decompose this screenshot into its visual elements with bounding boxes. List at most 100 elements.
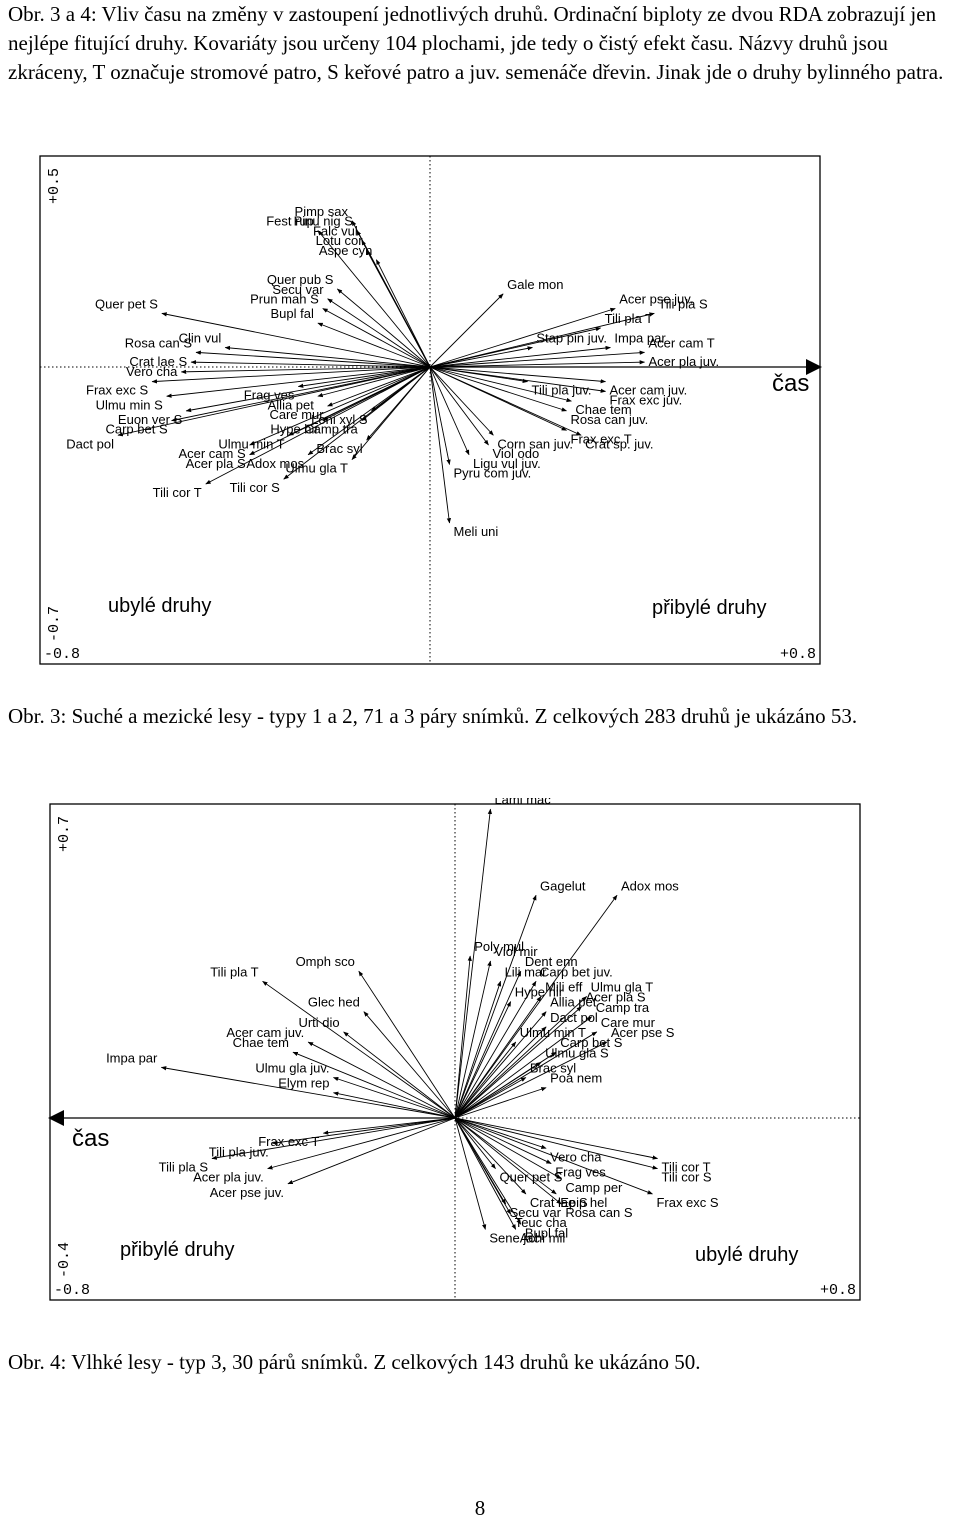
species-arrow bbox=[249, 366, 431, 446]
species-label: Pyru com juv. bbox=[454, 466, 532, 481]
species-label: Tili cor T bbox=[153, 485, 202, 500]
species-carp-bet-juv: Carp bet juv. bbox=[454, 964, 613, 1119]
species-arrow bbox=[317, 366, 431, 398]
species-acer-cam-juv: Acer cam juv. bbox=[226, 1025, 456, 1119]
species-arrow bbox=[454, 1117, 547, 1149]
species-label: Tili pla T bbox=[605, 311, 653, 326]
species-stap-pin-juv: Stap pin juv. bbox=[429, 331, 607, 368]
species-label: Acer pla juv. bbox=[649, 354, 720, 369]
species-impa-par: Impa par bbox=[106, 1050, 456, 1119]
species-aspe-cyn: Aspe cyn bbox=[319, 243, 431, 368]
species-arrow bbox=[454, 960, 492, 1119]
figure-3-caption: Obr. 3: Suché a mezické lesy - typy 1 a … bbox=[8, 704, 858, 728]
species-label: Crat sp. juv. bbox=[585, 436, 653, 451]
species-arrow bbox=[322, 308, 431, 368]
species-label: Urti dio bbox=[298, 1015, 339, 1030]
species-acer-pse-juv: Acer pse juv. bbox=[429, 292, 693, 368]
species-frax-exc-juv: Frax exc juv. bbox=[429, 366, 682, 407]
species-arrow bbox=[363, 1011, 456, 1119]
species-acer-pla-s: Acer pla S bbox=[454, 990, 646, 1119]
species-label: Acer pse S bbox=[611, 1025, 675, 1040]
annotation-right: ubylé druhy bbox=[695, 1244, 798, 1266]
species-label: Carp bet S bbox=[560, 1035, 622, 1050]
species-label: Euon ver S bbox=[118, 412, 183, 427]
species-arrow bbox=[317, 322, 431, 368]
species-arrow bbox=[454, 1117, 653, 1195]
species-label: Ulmu gla T bbox=[285, 461, 348, 476]
species-label: Hype hir bbox=[270, 422, 319, 437]
species-arrow bbox=[332, 1091, 456, 1119]
species-arrow bbox=[429, 366, 452, 524]
species-ulmu-min-t: Ulmu min T bbox=[218, 366, 431, 451]
species-arrow bbox=[429, 366, 494, 436]
species-label: Frax exc T bbox=[571, 431, 632, 446]
species-viol-mir: Viol mir bbox=[454, 944, 538, 1119]
species-arrow bbox=[249, 366, 431, 456]
species-arrow bbox=[454, 1041, 608, 1119]
species-euon-ver-s: Euon ver S bbox=[118, 366, 431, 427]
species-arrow bbox=[429, 350, 646, 368]
species-label: Viol mir bbox=[494, 944, 538, 959]
species-label: Mili eff bbox=[545, 980, 583, 995]
species-label: Gagelut bbox=[540, 878, 586, 893]
species-vero-cha: Vero cha bbox=[126, 364, 431, 379]
species-frag-ves: Frag ves bbox=[454, 1117, 606, 1180]
species-care-mur: Care mur bbox=[454, 1015, 656, 1119]
species-arrow bbox=[166, 366, 431, 398]
species-label: Frax exc S bbox=[656, 1195, 718, 1210]
species-mili-eff: Mili eff bbox=[454, 980, 583, 1119]
species-label: Vero cha bbox=[550, 1149, 602, 1164]
species-rosa-can-s: Rosa can S bbox=[125, 335, 431, 368]
species-label: Vero cha bbox=[126, 364, 178, 379]
species-label: Ulmu gla S bbox=[545, 1045, 609, 1060]
species-arrow bbox=[151, 366, 431, 384]
species-label: Falc vul bbox=[313, 223, 358, 238]
species-prun-mah-s: Prun mah S bbox=[250, 292, 431, 368]
species-arrow bbox=[454, 996, 542, 1119]
species-acer-cam-s: Acer cam S bbox=[178, 366, 431, 461]
figure-4-caption: Obr. 4: Vlhké lesy - typ 3, 30 párů sním… bbox=[8, 1350, 701, 1374]
species-label: Tili cor S bbox=[230, 480, 280, 495]
species-arrow bbox=[429, 307, 616, 368]
species-label: Rosa can S bbox=[125, 335, 193, 350]
species-label: Quer pub S bbox=[267, 272, 334, 287]
species-allia-pet: Allia pet bbox=[268, 366, 431, 412]
species-label: Acer cam juv. bbox=[226, 1025, 304, 1040]
species-label: Glec hed bbox=[308, 995, 360, 1010]
species-tili-pla-t: Tili pla T bbox=[429, 311, 653, 368]
species-label: Poa nem bbox=[550, 1071, 602, 1086]
species-ulmu-gla-t: Ulmu gla T bbox=[454, 980, 653, 1119]
species-acer-pse-juv: Acer pse juv. bbox=[210, 1117, 456, 1200]
species-acer-cam-t: Acer cam T bbox=[429, 335, 715, 368]
species-label: Acer pse juv. bbox=[619, 292, 693, 307]
species-label: Acer cam T bbox=[649, 335, 715, 350]
species-label: Dact pol bbox=[550, 1010, 598, 1025]
species-label: Ulmu min T bbox=[520, 1025, 586, 1040]
species-acer-pse-s: Acer pse S bbox=[454, 1025, 675, 1119]
species-brac-syl: Brac syl bbox=[454, 1061, 576, 1119]
species-bupl-fal: Bupl fal bbox=[454, 1117, 568, 1240]
species-tili-cor-t: Tili cor T bbox=[153, 366, 431, 500]
species-arrow bbox=[171, 366, 431, 422]
species-tili-cor-s: Tili cor S bbox=[454, 1117, 712, 1185]
species-arrow bbox=[375, 259, 431, 368]
species-label: Elym rep bbox=[278, 1076, 329, 1091]
species-arrow bbox=[267, 1117, 456, 1170]
species-arrow bbox=[429, 346, 533, 368]
species-camp-tra: Camp tra bbox=[304, 366, 431, 437]
species-arrow bbox=[327, 366, 431, 407]
species-arrow bbox=[454, 1011, 547, 1119]
species-label: Clin vul bbox=[179, 331, 222, 346]
species-label: Adox mos bbox=[621, 878, 679, 893]
species-label: Acer cam juv. bbox=[610, 383, 688, 398]
species-quer-pub-s: Quer pub S bbox=[267, 272, 431, 368]
species-arrow bbox=[454, 1117, 496, 1170]
species-achi-mil: Achi mil bbox=[454, 1117, 565, 1245]
species-viol-odo: Viol odo bbox=[429, 366, 539, 461]
species-arrow bbox=[322, 1117, 456, 1135]
species-chae-tem: Chae tem bbox=[429, 366, 632, 417]
species-arrow bbox=[205, 366, 431, 485]
species-label: Frag ves bbox=[555, 1165, 606, 1180]
species-label: Acer cam S bbox=[178, 446, 246, 461]
